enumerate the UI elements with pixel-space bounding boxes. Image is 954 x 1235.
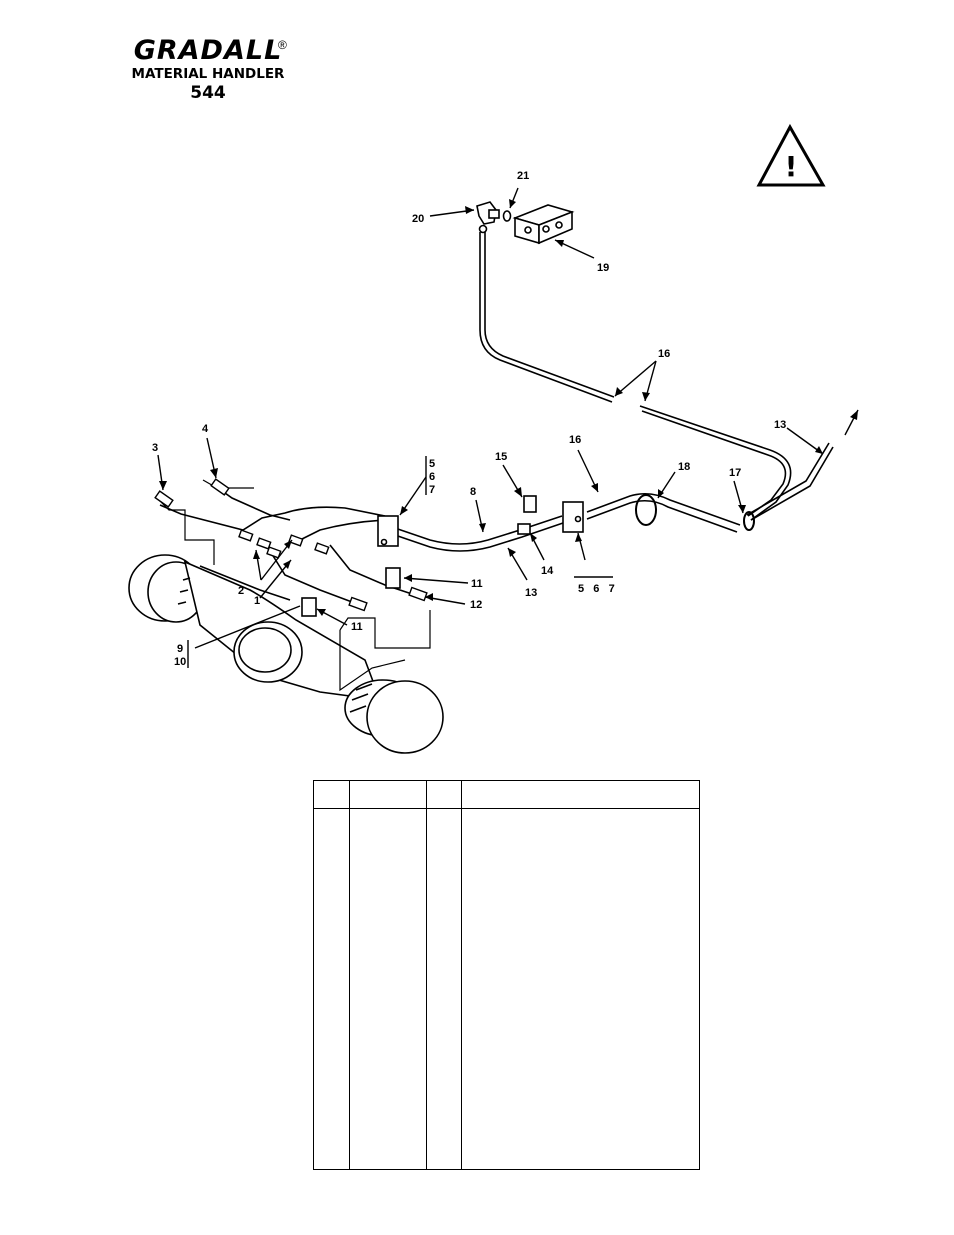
model-number: 544 — [190, 83, 226, 103]
table-column-divider — [349, 781, 350, 1169]
callout-12: 12 — [470, 599, 482, 611]
elbow-fitting — [476, 201, 512, 234]
registered-mark: ® — [278, 38, 287, 52]
table-column-divider — [426, 781, 427, 1169]
callout-16-lower: 16 — [569, 434, 581, 446]
brand-name: GRADALL — [133, 35, 283, 66]
warning-glyph: ! — [785, 150, 798, 183]
arrowheads — [159, 199, 858, 616]
callout-labels: 1 2 3 4 5 6 7 8 9 10 11 11 12 13 13 14 1… — [152, 170, 786, 668]
clamps — [301, 495, 584, 617]
callout-17: 17 — [729, 467, 741, 479]
callout-15: 15 — [495, 451, 507, 463]
axle-assembly — [128, 554, 444, 754]
callout-4: 4 — [202, 423, 209, 435]
callout-20: 20 — [412, 213, 424, 225]
callout-13-upper: 13 — [774, 419, 786, 431]
tube-fittings — [635, 494, 755, 531]
callout-18: 18 — [678, 461, 690, 473]
parts-list-table — [313, 780, 700, 1170]
callout-21: 21 — [517, 170, 529, 182]
callout-7: 7 — [429, 484, 435, 496]
callout-6: 6 — [429, 471, 435, 483]
line-fittings — [154, 478, 428, 612]
callout-14: 14 — [541, 565, 554, 577]
leader-lines — [157, 187, 859, 649]
product-line: MATERIAL HANDLER — [131, 66, 285, 82]
callout-1: 1 — [254, 595, 260, 607]
callout-13-lower: 13 — [525, 587, 537, 599]
upper-tube — [479, 232, 834, 521]
brake-lines — [159, 487, 741, 606]
callout-11-lower: 11 — [351, 621, 363, 633]
warning-triangle-icon: ! — [756, 123, 826, 187]
callout-5: 5 — [429, 458, 435, 470]
callout-16-upper: 16 — [658, 348, 670, 360]
callout-10: 10 — [174, 656, 186, 668]
callout-8: 8 — [470, 486, 476, 498]
callout-3: 3 — [152, 442, 158, 454]
table-header-rule — [314, 808, 699, 809]
callout-2: 2 — [238, 585, 244, 597]
table-column-divider — [461, 781, 462, 1169]
hydraulic-lines-diagram: ! — [128, 123, 859, 754]
brand-logo: GRADALL ® MATERIAL HANDLER 544 — [108, 36, 308, 104]
callout-5-6-7: 5 6 7 — [578, 583, 615, 595]
group-markers — [187, 456, 613, 668]
valve-block — [512, 204, 575, 245]
callout-11-upper: 11 — [471, 578, 483, 590]
callout-9: 9 — [177, 643, 183, 655]
callout-19: 19 — [597, 262, 609, 274]
